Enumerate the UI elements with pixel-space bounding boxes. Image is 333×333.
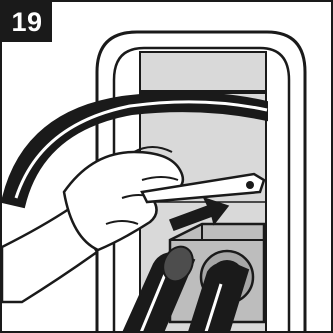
step-number-badge: 19 [2, 2, 52, 42]
